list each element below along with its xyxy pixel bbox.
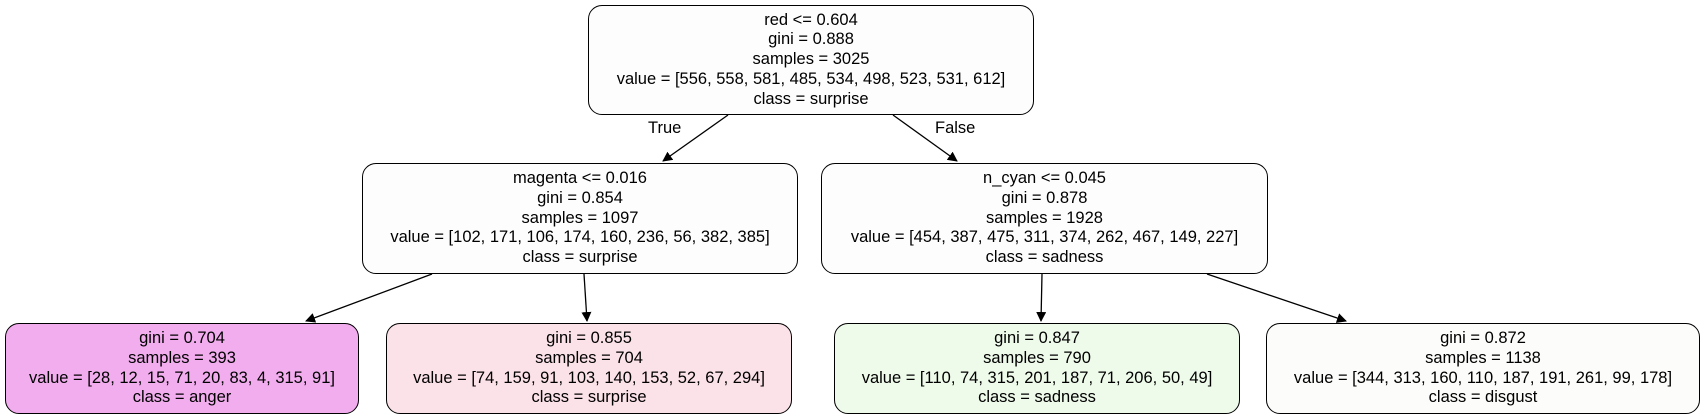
gini-value: gini = 0.888	[768, 30, 854, 49]
samples-count: samples = 3025	[752, 50, 870, 69]
value-array: value = [344, 313, 160, 110, 187, 191, 2…	[1293, 368, 1673, 387]
class-label: class = anger	[132, 388, 232, 407]
gini-value: gini = 0.847	[994, 329, 1080, 348]
gini-value: gini = 0.872	[1440, 329, 1526, 348]
value-array: value = [556, 558, 581, 485, 534, 498, 5…	[616, 69, 1006, 88]
root-node: red <= 0.604 gini = 0.888 samples = 3025…	[588, 5, 1034, 115]
split-condition: red <= 0.604	[764, 10, 858, 29]
samples-count: samples = 1138	[1425, 348, 1541, 367]
class-label: class = surprise	[531, 388, 647, 407]
gini-value: gini = 0.878	[1001, 188, 1088, 207]
leaf-node-sadness: gini = 0.847 samples = 790 value = [110,…	[834, 323, 1240, 414]
class-label: class = sadness	[978, 388, 1096, 407]
edge-label-false: False	[935, 119, 976, 137]
value-array: value = [74, 159, 91, 103, 140, 153, 52,…	[413, 368, 765, 387]
edge-root-left	[662, 114, 729, 162]
leaf-node-surprise: gini = 0.855 samples = 704 value = [74, …	[386, 323, 792, 414]
edge-left-leaf2	[581, 273, 592, 322]
edge-root-right	[892, 114, 958, 162]
left-node: magenta <= 0.016 gini = 0.854 samples = …	[362, 163, 798, 274]
edge-right-leaf3	[1036, 273, 1047, 322]
edge-label-true: True	[648, 119, 682, 137]
value-array: value = [454, 387, 475, 311, 374, 262, 4…	[850, 228, 1239, 247]
leaf-node-anger: gini = 0.704 samples = 393 value = [28, …	[5, 323, 359, 414]
samples-count: samples = 393	[128, 348, 236, 367]
value-array: value = [102, 171, 106, 174, 160, 236, 5…	[390, 228, 770, 247]
samples-count: samples = 790	[983, 348, 1091, 367]
split-condition: magenta <= 0.016	[513, 169, 647, 188]
class-label: class = surprise	[753, 89, 869, 108]
value-array: value = [110, 74, 315, 201, 187, 71, 206…	[861, 368, 1213, 387]
class-label: class = sadness	[985, 248, 1104, 267]
value-array: value = [28, 12, 15, 71, 20, 83, 4, 315,…	[29, 368, 335, 387]
samples-count: samples = 704	[535, 348, 643, 367]
gini-value: gini = 0.854	[537, 188, 623, 207]
gini-value: gini = 0.855	[546, 329, 632, 348]
class-label: class = disgust	[1428, 388, 1538, 407]
right-node: n_cyan <= 0.045 gini = 0.878 samples = 1…	[821, 163, 1268, 274]
class-label: class = surprise	[522, 248, 638, 267]
edge-left-leaf1	[305, 273, 433, 323]
samples-count: samples = 1097	[521, 208, 639, 227]
samples-count: samples = 1928	[986, 208, 1103, 227]
leaf-node-disgust: gini = 0.872 samples = 1138 value = [344…	[1266, 323, 1700, 414]
edge-right-leaf4	[1206, 273, 1347, 323]
gini-value: gini = 0.704	[139, 329, 225, 348]
split-condition: n_cyan <= 0.045	[983, 169, 1106, 188]
